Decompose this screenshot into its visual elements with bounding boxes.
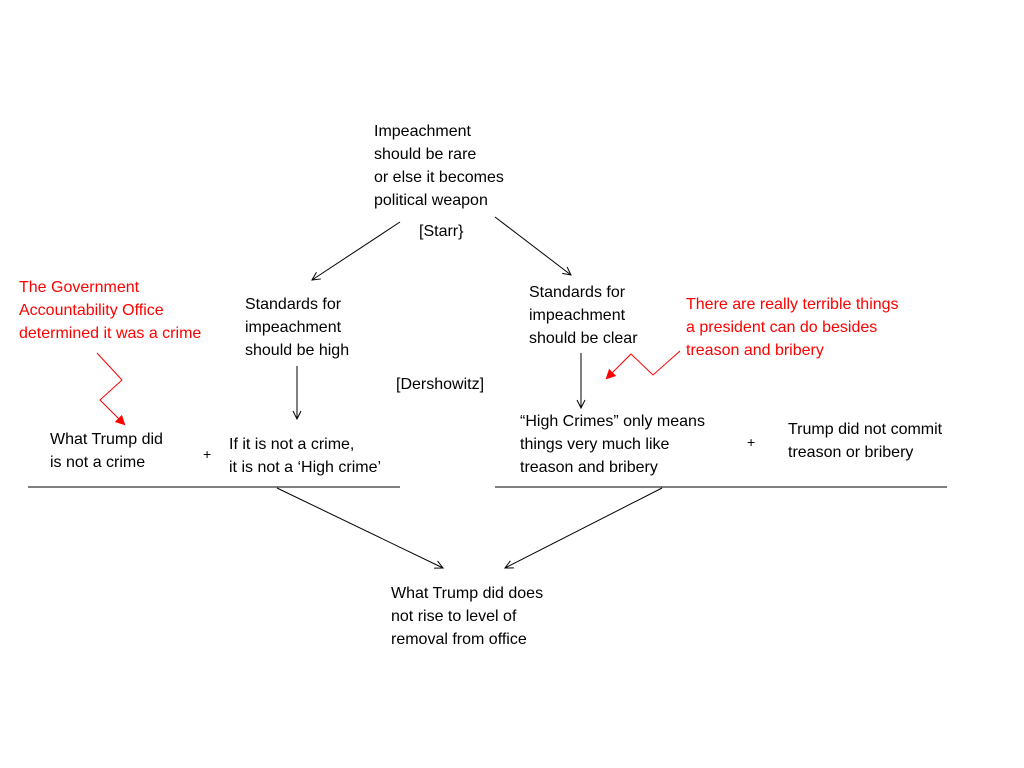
- text-line: should be clear: [529, 330, 638, 347]
- premise-not-high-crime: If it is not a crime, it is not a ‘High …: [229, 433, 381, 479]
- text-line: Standards for: [529, 284, 626, 301]
- text-line: is not a crime: [50, 454, 146, 471]
- arrow-top-to-left-standard: [312, 221, 401, 280]
- text-line: a president can do besides: [686, 319, 878, 336]
- text-line: impeachment: [529, 307, 626, 324]
- text-line: treason and bribery: [686, 342, 824, 359]
- premise-impeachment-rare: Impeachment should be rare or else it be…: [374, 120, 504, 212]
- claim-standards-clear: Standards for impeachment should be clea…: [529, 281, 638, 350]
- rebuttal-gao-crime: The Government Accountability Office det…: [19, 276, 201, 345]
- text-line: [Dershowitz]: [396, 376, 485, 393]
- text-line: What Trump did: [50, 431, 163, 448]
- arrow-left-bar-to-conclusion: [276, 487, 443, 568]
- claim-standards-high: Standards for impeachment should be high: [245, 293, 349, 362]
- premise-high-crimes-meaning: “High Crimes” only means things very muc…: [520, 410, 705, 479]
- text-line: should be high: [245, 342, 350, 359]
- red-arrow-gao-rebuttal: [96, 352, 126, 426]
- rebuttal-terrible-things: There are really terrible things a presi…: [686, 293, 899, 362]
- text-line: Accountability Office: [19, 302, 164, 319]
- text-line: The Government: [19, 279, 140, 296]
- text-line: “High Crimes” only means: [520, 413, 705, 430]
- arrow-top-to-right-standard: [494, 216, 571, 275]
- text-line: If it is not a crime,: [229, 436, 355, 453]
- text-line: Trump did not commit: [788, 421, 943, 438]
- attribution-dershowitz: [Dershowitz]: [396, 373, 484, 396]
- plus-operator-right: +: [747, 434, 756, 450]
- text-line: There are really terrible things: [686, 296, 899, 313]
- attribution-starr: [Starr}: [419, 220, 463, 243]
- text-line: things very much like: [520, 436, 670, 453]
- text-line: What Trump did does: [391, 585, 544, 602]
- text-line: it is not a ‘High crime’: [229, 459, 382, 476]
- text-line: Standards for: [245, 296, 342, 313]
- text-line: removal from office: [391, 631, 527, 648]
- red-arrow-terrible-things-rebuttal: [605, 350, 681, 380]
- text-line: treason or bribery: [788, 444, 914, 461]
- text-line: impeachment: [245, 319, 342, 336]
- arrow-right-bar-to-conclusion: [505, 487, 663, 568]
- text-line: Impeachment: [374, 123, 471, 140]
- text-line: or else it becomes: [374, 169, 504, 186]
- plus-operator-left: +: [203, 446, 212, 462]
- text-line: not rise to level of: [391, 608, 517, 625]
- text-line: should be rare: [374, 146, 477, 163]
- text-line: treason and bribery: [520, 459, 658, 476]
- premise-not-a-crime: What Trump did is not a crime: [50, 428, 163, 474]
- conclusion-no-removal: What Trump did does not rise to level of…: [391, 582, 543, 651]
- text-line: determined it was a crime: [19, 325, 202, 342]
- text-line: political weapon: [374, 192, 488, 209]
- premise-no-treason: Trump did not commit treason or bribery: [788, 418, 942, 464]
- text-line: [Starr}: [419, 223, 464, 240]
